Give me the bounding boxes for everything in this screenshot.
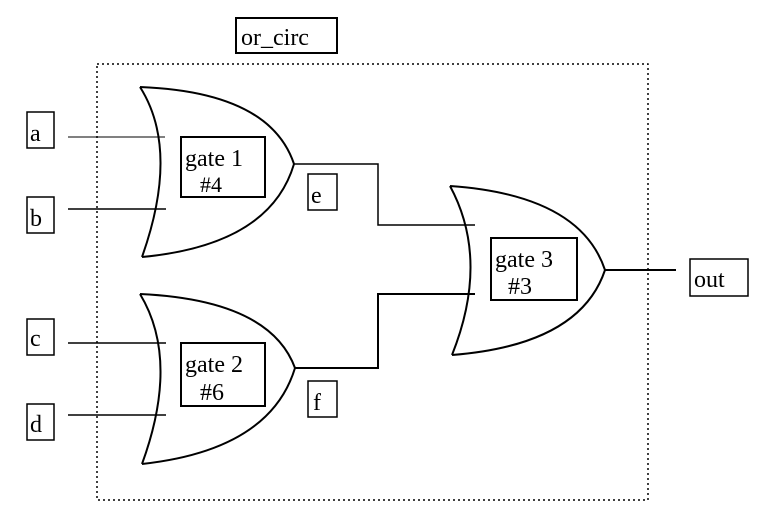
gate-3-id: #3 bbox=[508, 274, 532, 300]
circuit-title: or_circ bbox=[241, 25, 309, 51]
input-b: b bbox=[26, 196, 55, 234]
circuit-title-box bbox=[235, 17, 338, 54]
input-d: d bbox=[26, 403, 55, 441]
circuit-boundary bbox=[96, 63, 649, 501]
or-gate-1: gate 1 #4 bbox=[139, 86, 296, 258]
gate-1-name: gate 1 bbox=[185, 146, 243, 172]
svg-text:f: f bbox=[313, 390, 321, 416]
svg-text:e: e bbox=[311, 183, 322, 209]
wire-label-f: f bbox=[307, 380, 338, 418]
or-gate-2: gate 2 #6 bbox=[139, 293, 297, 465]
gate-3-name: gate 3 bbox=[495, 247, 553, 273]
input-c: c bbox=[26, 318, 55, 356]
gate-1-id: #4 bbox=[200, 172, 222, 197]
svg-text:c: c bbox=[30, 326, 41, 352]
or-gate-3: gate 3 #3 bbox=[449, 185, 607, 356]
svg-text:out: out bbox=[694, 267, 725, 293]
gate-2-name: gate 2 bbox=[185, 352, 243, 378]
svg-text:b: b bbox=[30, 206, 42, 232]
svg-text:d: d bbox=[30, 412, 42, 438]
svg-text:a: a bbox=[30, 121, 41, 147]
wire-f bbox=[295, 293, 475, 369]
input-a: a bbox=[26, 111, 55, 149]
output-out: out bbox=[689, 258, 749, 297]
wire-label-e: e bbox=[307, 173, 338, 211]
gate-2-id: #6 bbox=[200, 380, 224, 406]
wire-e bbox=[294, 163, 475, 226]
